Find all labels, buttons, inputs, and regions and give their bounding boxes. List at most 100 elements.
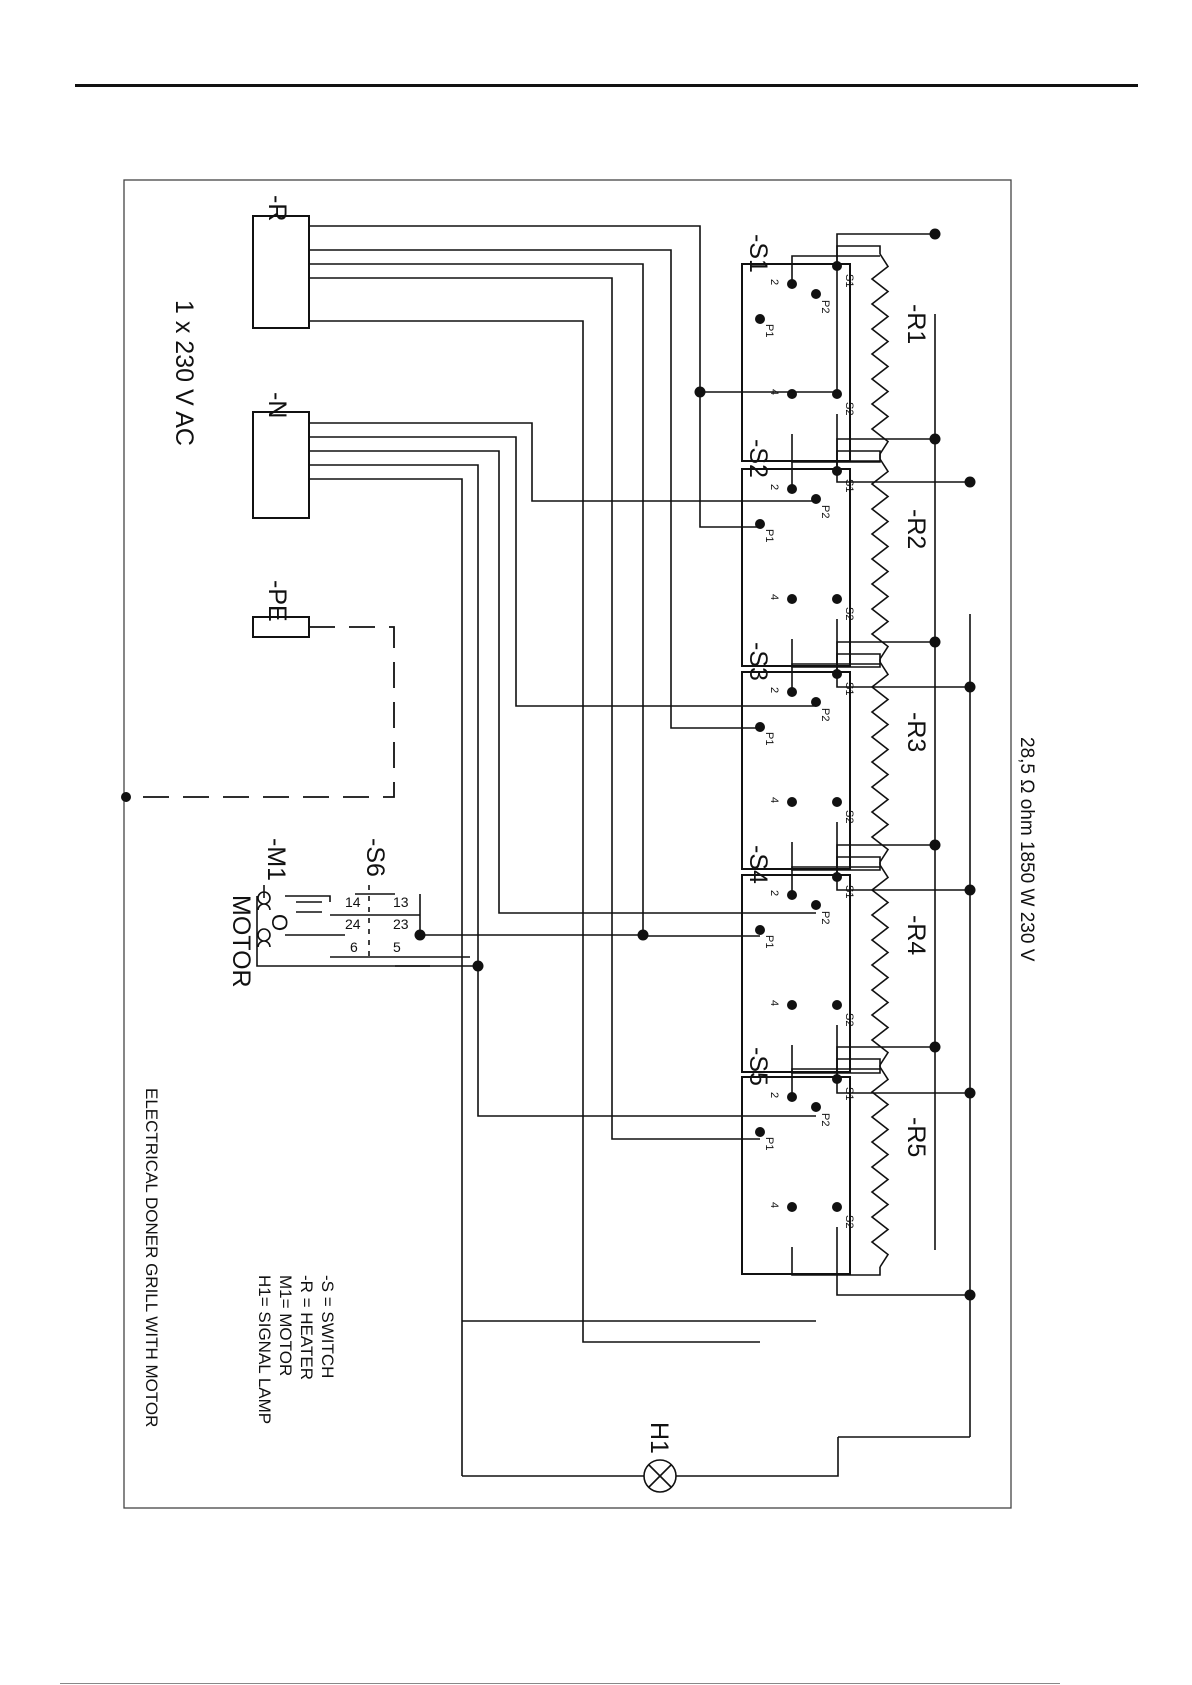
heater-element <box>872 662 888 862</box>
motor-neutral-junction <box>473 961 484 972</box>
heater-element <box>872 254 888 454</box>
terminal-4 <box>787 594 797 604</box>
terminal-label-s2: S2 <box>843 402 855 415</box>
heater-element <box>872 1067 888 1267</box>
terminal-label-p1: P1 <box>763 935 775 948</box>
motor-label: MOTOR <box>227 895 255 988</box>
s6-terminal-24: 24 <box>345 916 361 932</box>
motor-switch-tag: -S6 <box>361 838 389 877</box>
terminal-label-s2: S2 <box>843 810 855 823</box>
earth-wire <box>124 627 394 797</box>
terminal-label-t2: 2 <box>768 890 780 896</box>
line-wire-3 <box>309 264 760 936</box>
terminal-label-s1: S1 <box>843 1087 855 1100</box>
terminal-4 <box>787 389 797 399</box>
switch-tag: -S4 <box>744 845 772 884</box>
terminal-label-p2: P2 <box>819 505 831 518</box>
s6-terminal-6: 6 <box>350 939 358 955</box>
terminal-2 <box>787 1092 797 1102</box>
bus-junction <box>930 229 941 240</box>
terminal-label-p1: P1 <box>763 1137 775 1150</box>
line-wire-1 <box>309 226 760 527</box>
switch-heater-group-1: S1P22P14S2-S1-R1 <box>742 229 976 488</box>
terminal-p2 <box>811 900 821 910</box>
terminal-label-t4: 4 <box>768 594 780 600</box>
heater-lead-4 <box>792 639 880 667</box>
legend-heater: -R = HEATER <box>297 1275 316 1380</box>
motor-m1: -M1 MOTOR O <box>227 838 430 988</box>
switch-box <box>742 875 850 1072</box>
switch-tag: -S2 <box>744 439 772 478</box>
terminal-4 <box>787 797 797 807</box>
terminal-label-t2: 2 <box>768 279 780 285</box>
terminal-label-s1: S1 <box>843 682 855 695</box>
signal-lamp-h1: H1 <box>462 1422 838 1492</box>
lamp-tag: H1 <box>645 1422 673 1454</box>
motor-line-junction <box>638 930 649 941</box>
terminal-label-p2: P2 <box>819 708 831 721</box>
terminal-s2 <box>832 594 842 604</box>
terminal-label-s2: S2 <box>843 1013 855 1026</box>
earth-terminal-label: -PE <box>263 580 291 622</box>
terminal-label-s1: S1 <box>843 479 855 492</box>
heater-element <box>872 865 888 1065</box>
terminal-line-r <box>253 216 309 328</box>
switch-box <box>742 672 850 869</box>
terminal-s2 <box>832 1202 842 1212</box>
terminal-2 <box>787 890 797 900</box>
terminal-s2 <box>832 797 842 807</box>
bus-link-1 <box>837 234 935 266</box>
terminal-p1 <box>755 314 765 324</box>
terminal-label-t4: 4 <box>768 1202 780 1208</box>
terminal-label-p1: P1 <box>763 324 775 337</box>
neutral-wire-1 <box>309 423 816 501</box>
terminal-neutral-n <box>253 412 309 518</box>
terminal-s1 <box>832 1074 842 1084</box>
s6-terminal-14: 14 <box>345 894 361 910</box>
heater-tag: -R2 <box>902 509 930 549</box>
motor-tag: -M1 <box>262 838 290 881</box>
terminal-s2 <box>832 1000 842 1010</box>
heater-tag: -R3 <box>902 712 930 752</box>
neutral-wire-4 <box>309 465 816 1116</box>
bus-link-2 <box>837 822 970 890</box>
terminal-2 <box>787 687 797 697</box>
terminal-label-t4: 4 <box>768 1000 780 1006</box>
line-wire-5 <box>309 321 760 1342</box>
terminal-label-s1: S1 <box>843 274 855 287</box>
s6-terminal-13: 13 <box>393 894 409 910</box>
terminal-label-s1: S1 <box>843 885 855 898</box>
terminal-label-s2: S2 <box>843 607 855 620</box>
bus-link-2 <box>837 1227 970 1295</box>
terminal-label-p2: P2 <box>819 911 831 924</box>
terminal-p1 <box>755 1127 765 1137</box>
switch-tag: -S1 <box>744 234 772 273</box>
terminal-label-p1: P1 <box>763 529 775 542</box>
line-terminal-label: -R <box>263 195 291 221</box>
heater-rating-label: 28,5 Ω ohm 1850 W 230 V <box>1016 737 1037 962</box>
terminal-p1 <box>755 722 765 732</box>
motor-coil-b <box>258 929 270 947</box>
motor-symbol: O <box>267 914 292 931</box>
switch-box <box>742 469 850 666</box>
terminal-s1 <box>832 669 842 679</box>
switch-tag: -S5 <box>744 1047 772 1086</box>
switch-tag: -S3 <box>744 642 772 681</box>
terminal-label-p1: P1 <box>763 732 775 745</box>
heater-lead-4 <box>792 1247 880 1275</box>
diagram-title: ELECTRICAL DONER GRILL WITH MOTOR <box>142 1088 161 1427</box>
terminal-label-s2: S2 <box>843 1215 855 1228</box>
terminal-4 <box>787 1202 797 1212</box>
bus-link-2 <box>837 619 970 687</box>
terminal-p2 <box>811 494 821 504</box>
heater-element <box>872 459 888 659</box>
terminal-p2 <box>811 1102 821 1112</box>
terminal-label-t2: 2 <box>768 484 780 490</box>
terminal-s1 <box>832 872 842 882</box>
terminal-label-p2: P2 <box>819 1113 831 1126</box>
terminal-2 <box>787 279 797 289</box>
heater-tag: -R1 <box>902 304 930 344</box>
s6-terminal-23: 23 <box>393 916 409 932</box>
